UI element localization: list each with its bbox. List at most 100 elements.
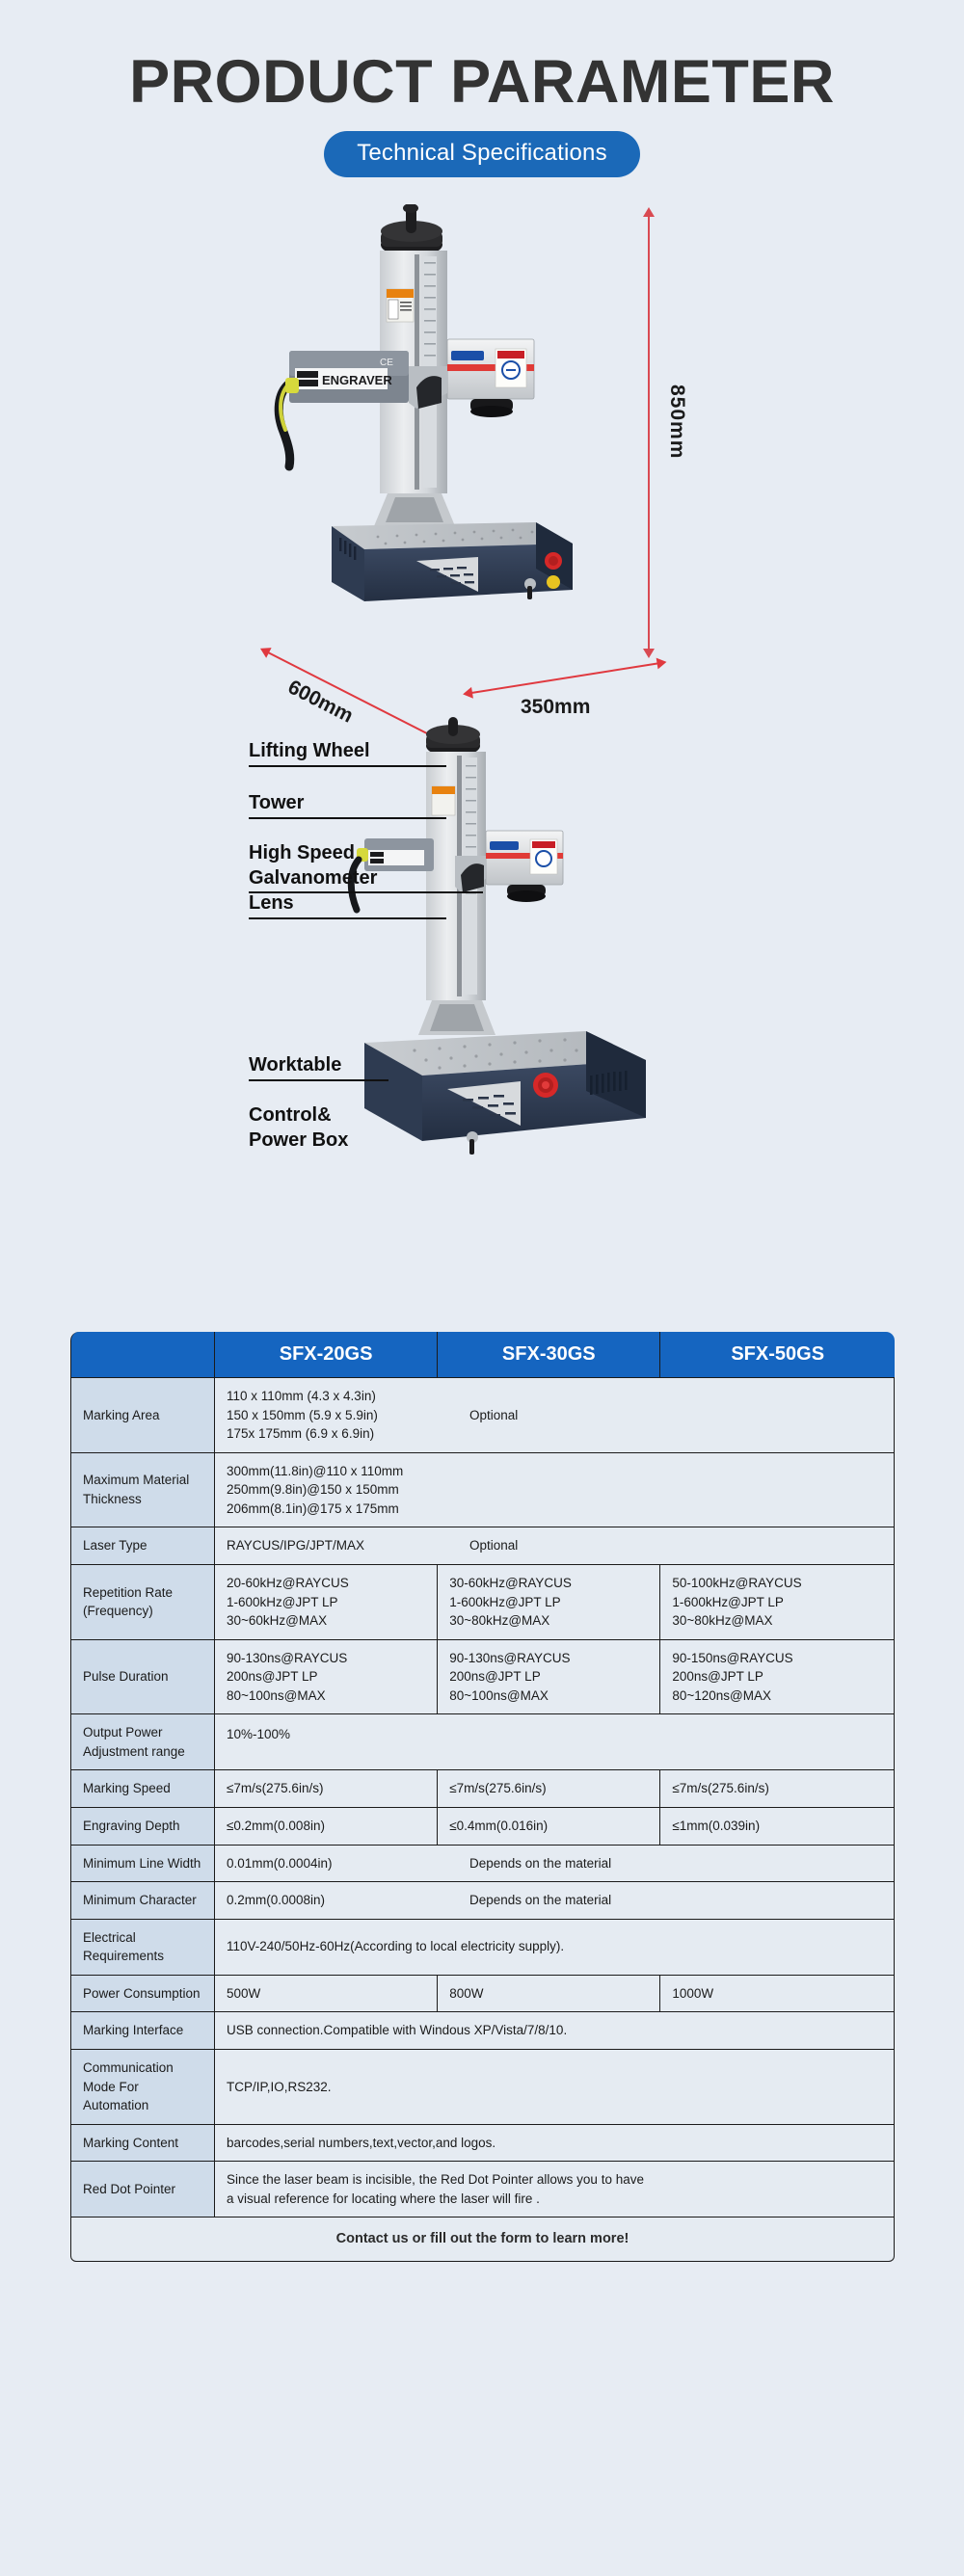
technical-specifications-badge: Technical Specifications <box>324 131 640 178</box>
rep-20gs-l1: 20-60kHz@RAYCUS <box>227 1575 349 1590</box>
output-power-label-line2: Adjustment range <box>83 1743 185 1759</box>
max-thickness-line-2: 250mm(9.8in)@150 x 150mm <box>227 1482 399 1498</box>
specifications-table-container: SFX-20GS SFX-30GS SFX-50GS Marking Area … <box>70 1332 895 2263</box>
electrical-label-line1: Electrical <box>83 1929 136 1945</box>
callout-galvanometer-rule <box>249 890 483 893</box>
table-head: SFX-20GS SFX-30GS SFX-50GS <box>70 1332 895 1378</box>
callout-lifting-wheel-rule <box>249 764 446 767</box>
machine-dimensions-diagram: ENGRAVER CE <box>0 197 964 707</box>
row-label-minimum-line-width: Minimum Line Width <box>70 1845 215 1883</box>
engraving-depth-sfx-20gs: ≤0.2mm(0.008in) <box>215 1808 439 1846</box>
row-value-communication-mode: TCP/IP,IO,RS232. <box>215 2049 895 2125</box>
row-label-pulse-duration: Pulse Duration <box>70 1639 215 1715</box>
pulse-30gs-l3: 80~100ns@MAX <box>449 1687 549 1703</box>
marking-speed-sfx-50gs: ≤7m/s(275.6in/s) <box>660 1770 895 1808</box>
rep-50gs-l1: 50-100kHz@RAYCUS <box>672 1575 802 1590</box>
callout-tower-rule <box>249 816 446 819</box>
marking-speed-sfx-20gs: ≤7m/s(275.6in/s) <box>215 1770 439 1808</box>
pulse-duration-sfx-30gs: 90-130ns@RAYCUS 200ns@JPT LP 80~100ns@MA… <box>438 1639 661 1715</box>
callout-worktable: Worktable <box>249 1054 388 1081</box>
row-label-repetition-rate: Repetition Rate (Frequency) <box>70 1564 215 1640</box>
red-dot-pointer-line-1: Since the laser beam is incisible, the R… <box>227 2172 644 2188</box>
svg-text:CE: CE <box>380 358 393 368</box>
output-power-label-line1: Output Power <box>83 1725 163 1740</box>
row-value-marking-interface: USB connection.Compatible with Windous X… <box>215 2012 895 2050</box>
table-row: Marking Area 110 x 110mm (4.3 x 4.3in) 1… <box>70 1378 895 1453</box>
repetition-rate-sfx-20gs: 20-60kHz@RAYCUS 1-600kHz@JPT LP 30~60kHz… <box>215 1564 439 1640</box>
row-label-red-dot-pointer: Red Dot Pointer <box>70 2162 215 2218</box>
rep-30gs-l3: 30~80kHz@MAX <box>449 1613 550 1629</box>
height-dimension-line <box>643 207 655 659</box>
callout-galvanometer-label-line1: High Speed <box>249 842 356 864</box>
row-value-minimum-line-width: 0.01mm(0.0004in) Depends on the material <box>215 1845 895 1883</box>
specifications-table: SFX-20GS SFX-30GS SFX-50GS Marking Area … <box>70 1332 895 2263</box>
row-label-minimum-character: Minimum Character <box>70 1882 215 1920</box>
row-label-output-power-adjustment: Output Power Adjustment range <box>70 1714 215 1771</box>
machine-callout-diagram: Lifting Wheel Tower High Speed Galvanome… <box>0 707 964 1189</box>
table-row: Marking Content barcodes,serial numbers,… <box>70 2124 895 2163</box>
row-label-marking-content: Marking Content <box>70 2124 215 2163</box>
row-label-max-material-thickness: Maximum Material Thickness <box>70 1452 215 1528</box>
callout-lens: Lens <box>249 892 446 919</box>
power-consumption-sfx-20gs: 500W <box>215 1975 439 2013</box>
table-header-row: SFX-20GS SFX-30GS SFX-50GS <box>70 1332 895 1378</box>
max-thickness-label-line1: Maximum Material <box>83 1473 190 1488</box>
min-character-note: Depends on the material <box>469 1893 612 1908</box>
table-footer-row: Contact us or fill out the form to learn… <box>70 2217 895 2263</box>
red-dot-pointer-line-2: a visual reference for locating where th… <box>227 2191 540 2206</box>
callout-control-power-box-label-line2: Power Box <box>249 1129 349 1151</box>
table-row: Power Consumption 500W 800W 1000W <box>70 1975 895 2013</box>
repetition-rate-sfx-30gs: 30-60kHz@RAYCUS 1-600kHz@JPT LP 30~80kHz… <box>438 1564 661 1640</box>
row-label-laser-type: Laser Type <box>70 1527 215 1565</box>
marking-area-note: Optional <box>469 1408 519 1422</box>
row-label-marking-speed: Marking Speed <box>70 1770 215 1808</box>
pulse-20gs-l2: 200ns@JPT LP <box>227 1669 318 1685</box>
max-thickness-label-line2: Thickness <box>83 1492 142 1507</box>
table-header-sfx-20gs: SFX-20GS <box>215 1332 439 1378</box>
table-row: Laser Type RAYCUS/IPG/JPT/MAX Optional <box>70 1527 895 1565</box>
row-value-output-power-adjustment: 10%-100% <box>215 1714 895 1771</box>
output-power-value: 10%-100% <box>227 1726 291 1741</box>
row-label-engraving-depth: Engraving Depth <box>70 1808 215 1846</box>
communication-label-line1: Communication <box>83 2059 174 2075</box>
rep-20gs-l2: 1-600kHz@JPT LP <box>227 1594 338 1609</box>
marking-area-line-3: 175x 175mm (6.9 x 6.9in) <box>227 1426 375 1442</box>
height-dimension-label: 850mm <box>666 385 688 460</box>
row-label-communication-mode: Communication Mode For Automation <box>70 2049 215 2125</box>
table-row: Maximum Material Thickness 300mm(11.8in)… <box>70 1452 895 1528</box>
min-line-width-value: 0.01mm(0.0004in) <box>227 1855 333 1871</box>
table-row: Electrical Requirements 110V-240/50Hz-60… <box>70 1919 895 1976</box>
pulse-50gs-l2: 200ns@JPT LP <box>672 1669 763 1685</box>
callout-lifting-wheel: Lifting Wheel <box>249 740 446 767</box>
table-row: Minimum Line Width 0.01mm(0.0004in) Depe… <box>70 1845 895 1883</box>
row-value-electrical-requirements: 110V-240/50Hz-60Hz(According to local el… <box>215 1919 895 1976</box>
row-label-marking-interface: Marking Interface <box>70 2012 215 2050</box>
table-header-sfx-30gs: SFX-30GS <box>438 1332 661 1378</box>
table-row: Marking Interface USB connection.Compati… <box>70 2012 895 2050</box>
callout-lens-rule <box>249 916 446 919</box>
page-header: PRODUCT PARAMETER Technical Specificatio… <box>0 0 964 178</box>
row-value-laser-type: RAYCUS/IPG/JPT/MAX Optional <box>215 1527 895 1565</box>
row-value-marking-content: barcodes,serial numbers,text,vector,and … <box>215 2124 895 2163</box>
engraving-depth-sfx-50gs: ≤1mm(0.039in) <box>660 1808 895 1846</box>
contact-cta-text[interactable]: Contact us or fill out the form to learn… <box>70 2217 895 2263</box>
min-line-width-note: Depends on the material <box>469 1855 612 1871</box>
callout-control-power-box-label-line1: Control& <box>249 1104 332 1127</box>
table-row: Red Dot Pointer Since the laser beam is … <box>70 2162 895 2218</box>
row-value-red-dot-pointer: Since the laser beam is incisible, the R… <box>215 2162 895 2218</box>
laser-type-value: RAYCUS/IPG/JPT/MAX <box>227 1538 365 1554</box>
pulse-30gs-l1: 90-130ns@RAYCUS <box>449 1650 571 1665</box>
rep-50gs-l3: 30~80kHz@MAX <box>672 1613 773 1629</box>
laser-type-note: Optional <box>469 1538 519 1554</box>
table-row: Pulse Duration 90-130ns@RAYCUS 200ns@JPT… <box>70 1639 895 1715</box>
row-value-max-material-thickness: 300mm(11.8in)@110 x 110mm 250mm(9.8in)@1… <box>215 1452 895 1528</box>
callout-tower: Tower <box>249 792 446 819</box>
table-row: Engraving Depth ≤0.2mm(0.008in) ≤0.4mm(0… <box>70 1808 895 1846</box>
marking-area-line-1: 110 x 110mm (4.3 x 4.3in) <box>227 1389 376 1403</box>
rep-30gs-l1: 30-60kHz@RAYCUS <box>449 1575 572 1590</box>
callout-lifting-wheel-label: Lifting Wheel <box>249 740 370 762</box>
min-character-value: 0.2mm(0.0008in) <box>227 1893 326 1908</box>
table-row: Minimum Character 0.2mm(0.0008in) Depend… <box>70 1882 895 1920</box>
rep-50gs-l2: 1-600kHz@JPT LP <box>672 1594 784 1609</box>
rep-20gs-l3: 30~60kHz@MAX <box>227 1613 328 1629</box>
